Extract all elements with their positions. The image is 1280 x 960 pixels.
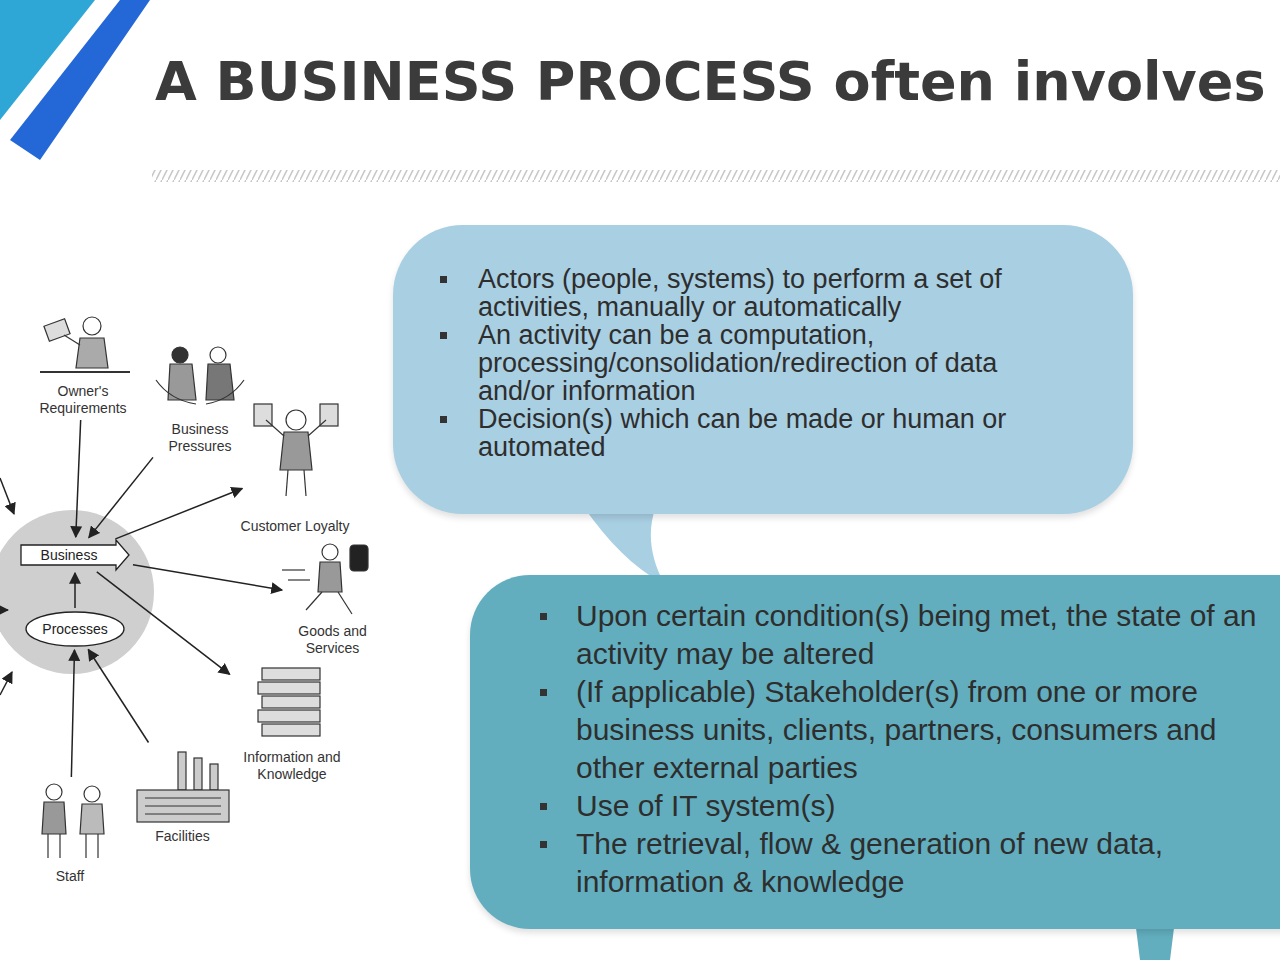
bullet-mark bbox=[540, 613, 547, 620]
hatched-rule bbox=[152, 170, 1280, 182]
bullet-text: Upon certain condition(s) being met, the… bbox=[576, 597, 1261, 673]
slide-title: A BUSINESS PROCESS often involves bbox=[155, 50, 1266, 113]
bullet-mark bbox=[440, 416, 447, 423]
flow-arrow bbox=[76, 420, 81, 537]
illustrated-item: Facilities bbox=[135, 745, 230, 845]
speech-bubble: Upon certain condition(s) being met, the… bbox=[470, 575, 1280, 929]
bullet-item: The retrieval, flow & generation of new … bbox=[576, 825, 1261, 901]
books-stack bbox=[258, 668, 320, 736]
bullet-text: Use of IT system(s) bbox=[576, 787, 1261, 825]
business-arrow: Business bbox=[20, 540, 130, 570]
shape-label: Business bbox=[41, 547, 98, 563]
figure-caption: Information and Knowledge bbox=[222, 749, 362, 783]
figure-caption: Goods and Services bbox=[275, 623, 390, 657]
factory bbox=[137, 752, 229, 822]
illustrated-item: Goods and Services bbox=[285, 540, 380, 657]
flow-arrow bbox=[74, 573, 76, 608]
bullet-item: Decision(s) which can be made or human o… bbox=[478, 405, 1078, 461]
bullet-text: An activity can be a computation, proces… bbox=[478, 321, 1078, 405]
offpage-arrow bbox=[0, 672, 12, 695]
bullet-item: Upon certain condition(s) being met, the… bbox=[576, 597, 1261, 673]
figure-caption: Customer Loyalty bbox=[235, 518, 355, 535]
flow-arrow bbox=[71, 650, 74, 777]
illustrated-item: Staff bbox=[30, 780, 110, 885]
shape-label: Processes bbox=[42, 621, 107, 637]
bullet-text: Actors (people, systems) to perform a se… bbox=[478, 265, 1078, 321]
illustrated-item: Customer Loyalty bbox=[245, 400, 345, 535]
figure-caption: Staff bbox=[20, 868, 120, 885]
flow-arrow bbox=[88, 650, 148, 743]
bullet-text: The retrieval, flow & generation of new … bbox=[576, 825, 1261, 901]
bullet-item: Actors (people, systems) to perform a se… bbox=[478, 265, 1078, 321]
figure-caption: Facilities bbox=[125, 828, 240, 845]
corner-stripe bbox=[10, 0, 150, 160]
bullet-item: (If applicable) Stakeholder(s) from one … bbox=[576, 673, 1261, 787]
illustrated-item: Information and Knowledge bbox=[232, 662, 352, 783]
customer-figure bbox=[254, 404, 338, 496]
goods-figure bbox=[282, 544, 368, 614]
bullet-mark bbox=[440, 332, 447, 339]
flow-arrow bbox=[116, 488, 243, 538]
offpage-arrow bbox=[0, 478, 14, 514]
bullet-text: (If applicable) Stakeholder(s) from one … bbox=[576, 673, 1261, 787]
staff-figures bbox=[42, 784, 104, 858]
process-ellipse: Processes bbox=[25, 611, 125, 647]
offpage-arrow bbox=[0, 609, 8, 611]
bullet-item: Use of IT system(s) bbox=[576, 787, 1261, 825]
figure-caption: Business Pressures bbox=[140, 421, 260, 455]
illustrated-item: Owner's Requirements bbox=[28, 312, 138, 417]
bullet-mark bbox=[540, 803, 547, 810]
owner-figure bbox=[40, 317, 130, 372]
bullet-mark bbox=[540, 689, 547, 696]
pressure-figures bbox=[156, 347, 244, 404]
bullet-mark bbox=[440, 276, 447, 283]
bullet-item: An activity can be a computation, proces… bbox=[478, 321, 1078, 405]
bullet-text: Decision(s) which can be made or human o… bbox=[478, 405, 1078, 461]
flow-arrow bbox=[133, 565, 282, 590]
bullet-mark bbox=[540, 841, 547, 848]
process-circle bbox=[0, 510, 154, 674]
speech-bubble: Actors (people, systems) to perform a se… bbox=[393, 225, 1133, 514]
figure-caption: Owner's Requirements bbox=[18, 383, 148, 417]
flow-arrow bbox=[89, 457, 153, 537]
illustrated-item: Business Pressures bbox=[150, 342, 250, 455]
